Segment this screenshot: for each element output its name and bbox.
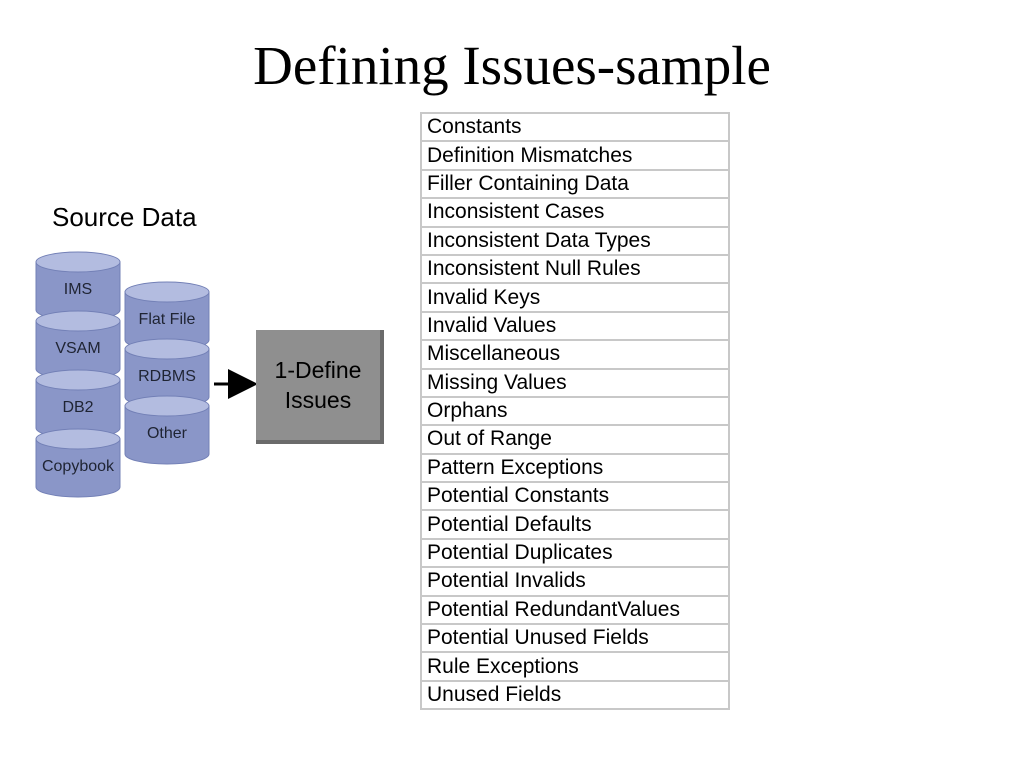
issue-row: Out of Range — [420, 424, 730, 455]
issue-cell: Potential Defaults — [420, 509, 730, 540]
database-label: Other — [147, 425, 188, 442]
issue-row: Potential RedundantValues — [420, 594, 730, 626]
database-label: IMS — [64, 281, 92, 298]
issue-row: Inconsistent Null Rules — [420, 253, 730, 285]
issue-row: Miscellaneous — [420, 339, 730, 370]
database-cylinder: Other — [124, 395, 210, 465]
issue-cell: Potential RedundantValues — [420, 594, 730, 626]
database-label: VSAM — [55, 340, 100, 357]
issue-row: Missing Values — [420, 367, 730, 398]
database-label: Copybook — [42, 458, 115, 475]
database-cylinder: Copybook — [35, 428, 121, 498]
database-label: Flat File — [139, 311, 196, 328]
issue-cell: Potential Invalids — [420, 566, 730, 597]
issue-cell: Pattern Exceptions — [420, 452, 730, 484]
issue-row: Potential Invalids — [420, 566, 730, 597]
issue-cell: Inconsistent Cases — [420, 197, 730, 228]
issue-cell: Potential Constants — [420, 481, 730, 512]
issue-cell: Orphans — [420, 395, 730, 427]
issue-cell: Inconsistent Null Rules — [420, 253, 730, 285]
issue-cell: Inconsistent Data Types — [420, 225, 730, 256]
source-data-label: Source Data — [52, 202, 197, 232]
database-cylinder: RDBMS — [124, 338, 210, 408]
issue-row: Constants — [420, 111, 730, 143]
database-cylinder: DB2 — [35, 369, 121, 439]
issue-row: Orphans — [420, 395, 730, 427]
issue-cell: Definition Mismatches — [420, 140, 730, 171]
issue-cell: Miscellaneous — [420, 339, 730, 370]
issue-cell: Invalid Keys — [420, 282, 730, 313]
issue-row: Potential Defaults — [420, 509, 730, 540]
issue-row: Invalid Values — [420, 310, 730, 342]
issue-row: Unused Fields — [420, 679, 730, 711]
database-label: RDBMS — [138, 368, 196, 385]
issue-cell: Constants — [420, 111, 730, 143]
issue-row: Inconsistent Data Types — [420, 225, 730, 256]
define-issues-label: 1-Define Issues — [274, 357, 362, 413]
database-cylinder: Flat File — [124, 281, 210, 351]
issue-cell: Missing Values — [420, 367, 730, 398]
issue-cell: Filler Containing Data — [420, 168, 730, 200]
issue-cell: Potential Unused Fields — [420, 623, 730, 654]
database-label: DB2 — [62, 399, 93, 416]
issue-row: Rule Exceptions — [420, 651, 730, 682]
issue-cell: Rule Exceptions — [420, 651, 730, 682]
issue-row: Potential Unused Fields — [420, 623, 730, 654]
slide-title: Defining Issues-sample — [253, 35, 771, 96]
issue-row: Potential Constants — [420, 481, 730, 512]
define-issues-step: 1-Define Issues — [256, 330, 384, 444]
issue-row: Filler Containing Data — [420, 168, 730, 200]
issue-row: Inconsistent Cases — [420, 197, 730, 228]
issue-row: Pattern Exceptions — [420, 452, 730, 484]
issue-cell: Invalid Values — [420, 310, 730, 342]
issue-row: Potential Duplicates — [420, 537, 730, 569]
issue-row: Invalid Keys — [420, 282, 730, 313]
database-cylinder: IMS — [35, 251, 121, 321]
issue-cell: Unused Fields — [420, 679, 730, 711]
issue-row: Definition Mismatches — [420, 140, 730, 171]
issue-cell: Potential Duplicates — [420, 537, 730, 569]
issue-cell: Out of Range — [420, 424, 730, 455]
database-cylinder: VSAM — [35, 310, 121, 380]
